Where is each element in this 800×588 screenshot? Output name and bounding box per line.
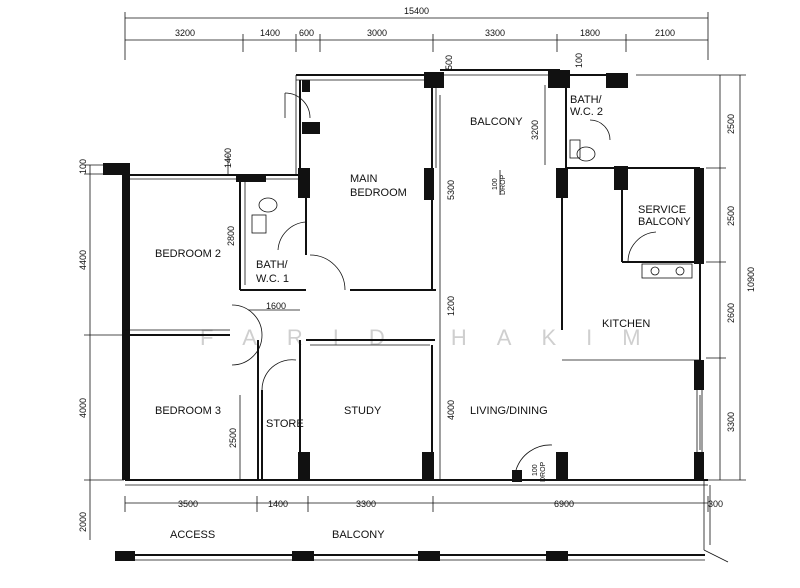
dim-top-9: 100 [574, 53, 584, 68]
dim-top-2: 1400 [260, 28, 280, 38]
dim-bottom-2: 1400 [268, 499, 288, 509]
dim-left-1: 100 [78, 159, 88, 174]
dim-inner-bath-height: 2800 [226, 226, 236, 246]
note-drop-top-2: DROP [500, 174, 507, 195]
dim-left-4: 2000 [78, 512, 88, 532]
room-label-bath-wc1-2: W.C. 1 [256, 273, 289, 285]
dimension-labels-inner: 1400 2800 1600 5300 3200 1200 4000 2500 [223, 120, 540, 448]
dim-top-1: 3200 [175, 28, 195, 38]
dim-top-4: 3000 [367, 28, 387, 38]
dim-right-overall: 10900 [746, 267, 756, 292]
watermark: FARID HAKIM [200, 325, 671, 350]
room-label-bath-wc2-1: BATH/ [570, 94, 603, 106]
dim-top-5: 3300 [485, 28, 505, 38]
dimension-labels-bottom: 3500 1400 3300 6900 [178, 499, 574, 509]
dim-inner-main-bed-height: 5300 [446, 180, 456, 200]
walls [103, 69, 729, 563]
room-label-balcony-top: BALCONY [470, 116, 523, 128]
dim-top-8: 500 [444, 55, 454, 70]
dim-left-3: 4000 [78, 398, 88, 418]
dim-right-2: 2500 [726, 206, 736, 226]
dim-top-3: 600 [299, 28, 314, 38]
room-label-bath-wc2-2: W.C. 2 [570, 106, 603, 118]
dimension-labels-left: 100 4400 4000 2000 [78, 159, 88, 532]
note-drop-bottom-2: DROP [540, 461, 547, 482]
dim-bottom-1: 3500 [178, 499, 198, 509]
room-label-access: ACCESS [170, 529, 215, 541]
dim-right-1: 2500 [726, 114, 736, 134]
room-label-bedroom-3: BEDROOM 3 [155, 405, 221, 417]
room-label-main-bedroom-1: MAIN [350, 173, 378, 185]
room-label-service-balcony-2: BALCONY [638, 216, 691, 228]
dim-top-7: 2100 [655, 28, 675, 38]
fixtures [251, 139, 701, 450]
dimension-labels-top: 15400 3200 1400 600 3000 3300 1800 2100 … [175, 6, 675, 70]
room-label-bedroom-2: BEDROOM 2 [155, 248, 221, 260]
dim-bottom-4: 6900 [554, 499, 574, 509]
dim-top-6: 1800 [580, 28, 600, 38]
dim-left-2: 4400 [78, 250, 88, 270]
room-label-bath-wc1-1: BATH/ [256, 259, 289, 271]
dim-inner-living-height: 4000 [446, 400, 456, 420]
dim-inner-corridor: 1600 [266, 301, 286, 311]
room-labels: MAIN BEDROOM BALCONY BATH/ W.C. 2 BATH/ … [155, 94, 691, 541]
room-label-main-bedroom-2: BEDROOM [350, 187, 407, 199]
dim-right-5: 300 [708, 499, 723, 509]
doors [231, 92, 657, 471]
dim-inner-balcony-height: 3200 [530, 120, 540, 140]
dim-bottom-3: 3300 [356, 499, 376, 509]
note-drop-bottom-1: 100 [532, 464, 539, 476]
room-label-study: STUDY [344, 405, 382, 417]
room-label-service-balcony-1: SERVICE [638, 204, 686, 216]
room-label-store: STORE [266, 418, 304, 430]
dimension-labels-right: 2500 2500 2600 3300 10900 300 [708, 114, 756, 509]
note-drop-top-1: 100 [492, 178, 499, 190]
dimension-lines [84, 12, 746, 540]
dim-right-4: 3300 [726, 412, 736, 432]
dim-inner-bed3-wall: 2500 [228, 428, 238, 448]
dim-inner-bed2-bath: 1400 [223, 148, 233, 168]
room-label-living-dining: LIVING/DINING [470, 405, 548, 417]
drop-notes: 100 DROP 100 DROP [492, 174, 547, 482]
room-label-balcony-bottom: BALCONY [332, 529, 385, 541]
dim-right-3: 2600 [726, 303, 736, 323]
dim-top-overall: 15400 [404, 6, 429, 16]
dim-inner-living-gap: 1200 [446, 296, 456, 316]
room-label-kitchen: KITCHEN [602, 318, 650, 330]
